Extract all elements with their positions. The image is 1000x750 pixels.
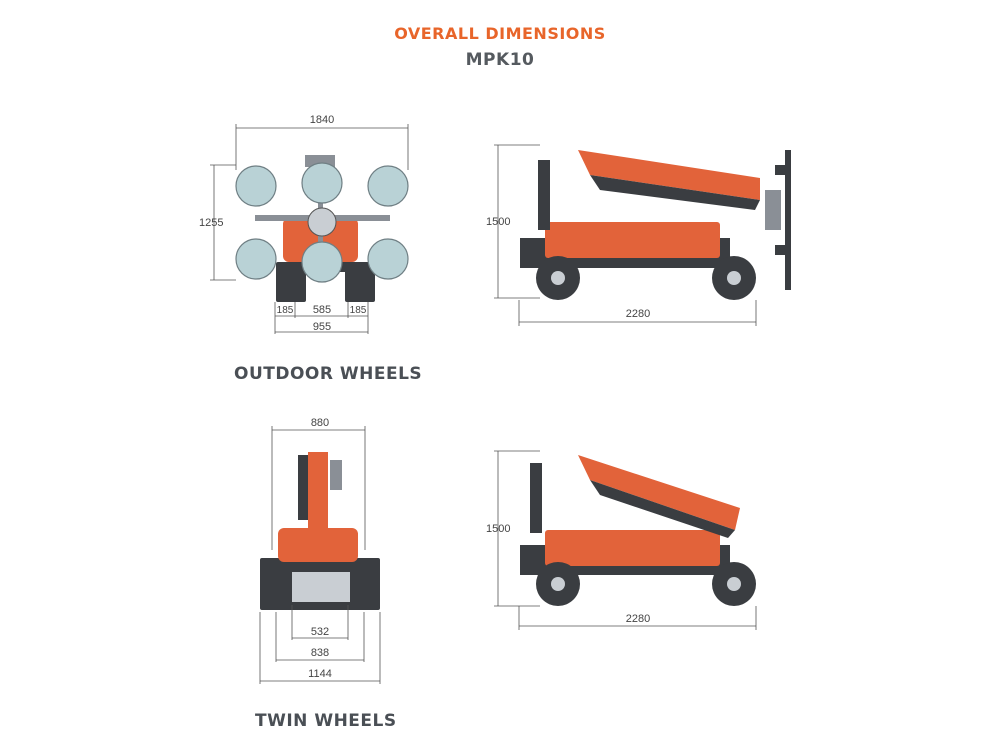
dim-twin-front-outer: 1144: [308, 668, 332, 680]
section-label-outdoor-wheels: OUTDOOR WHEELS: [234, 364, 423, 384]
dim-twin-side-length: 2280: [626, 613, 650, 625]
dim-twin-front-inner: 532: [311, 626, 329, 638]
twin-front-view: [260, 452, 380, 610]
twin-side-view: [520, 455, 756, 606]
dim-outdoor-side-length: 2280: [626, 308, 650, 320]
outdoor-front-dimensions: 1840 1255 185 585 185 955: [199, 114, 409, 334]
dim-outdoor-front-right: 185: [350, 305, 367, 316]
section-label-twin-wheels: TWIN WHEELS: [255, 711, 397, 731]
dim-outdoor-front-height: 1255: [199, 217, 223, 229]
dim-twin-front-mid: 838: [311, 647, 329, 659]
dim-outdoor-front-left: 185: [277, 305, 294, 316]
dim-twin-side-height: 1500: [486, 523, 510, 535]
outdoor-front-view: [235, 155, 409, 302]
outdoor-side-dimensions: 1500 2280: [486, 144, 757, 326]
dim-outdoor-side-height: 1500: [486, 216, 510, 228]
diagram-title: OVERALL DIMENSIONS: [394, 24, 606, 43]
twin-front-dimensions: 880 532 838 1144: [259, 417, 381, 684]
dim-outdoor-front-middle: 585: [313, 304, 331, 316]
dim-outdoor-front-width: 1840: [310, 114, 334, 126]
dim-twin-front-width: 880: [311, 417, 329, 429]
model-name: MPK10: [465, 50, 535, 70]
dim-outdoor-front-total: 955: [313, 321, 331, 333]
twin-side-dimensions: 1500 2280: [486, 450, 757, 630]
outdoor-side-view: [520, 150, 791, 300]
